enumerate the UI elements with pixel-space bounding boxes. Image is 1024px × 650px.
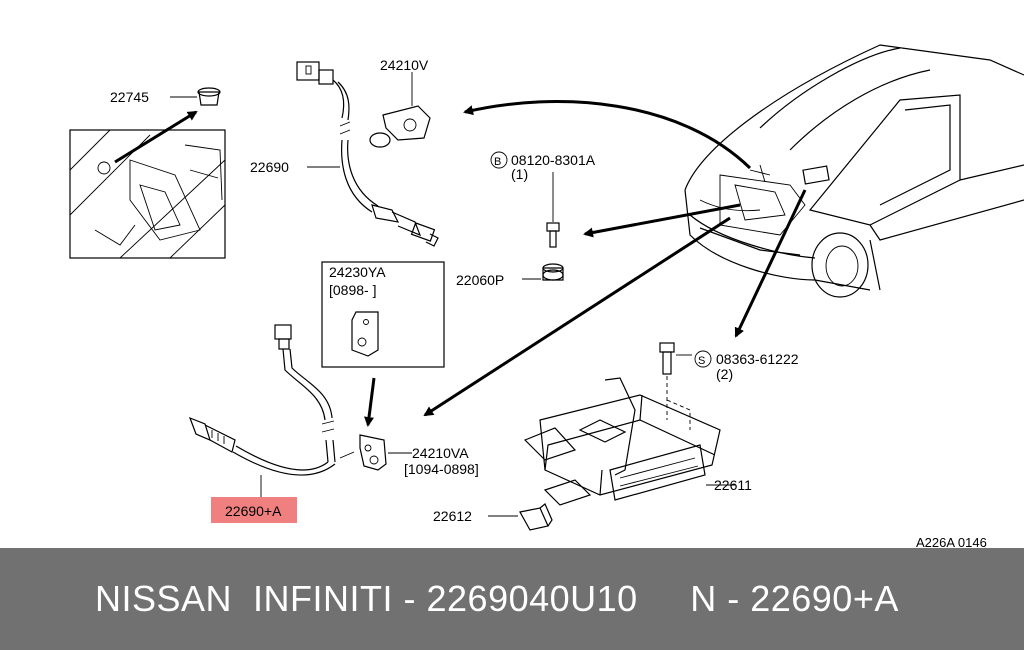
car-illustration bbox=[684, 44, 1024, 298]
clip-22612 bbox=[488, 503, 553, 531]
label-24230YA: 24230YA bbox=[329, 264, 386, 280]
arrow-lower-sensor bbox=[423, 216, 731, 417]
footer-bar: NISSAN INFINITI - 2269040U10 N - 22690+A bbox=[0, 548, 1024, 650]
label-22060P: 22060P bbox=[456, 272, 504, 288]
label-22612: 22612 bbox=[433, 508, 472, 524]
ecm-22611 bbox=[523, 376, 735, 506]
b-symbol: B bbox=[494, 156, 501, 168]
b-circle-icon bbox=[490, 151, 508, 169]
inset-24230YA bbox=[321, 261, 445, 368]
knock-sensor-22060P bbox=[522, 263, 564, 281]
arrow-knock-sensor bbox=[583, 203, 741, 238]
label-24230YA-date: [0898- ] bbox=[329, 282, 376, 298]
bolt-08120 bbox=[546, 222, 560, 248]
label-24210V: 24210V bbox=[380, 57, 429, 73]
label-22611: 22611 bbox=[714, 477, 752, 493]
label-08363-61222: 08363-61222 bbox=[716, 351, 799, 367]
highlight-22690A bbox=[211, 497, 297, 523]
inset-arrow bbox=[114, 110, 198, 164]
reference-code: A226A 0146 bbox=[916, 535, 987, 548]
grommet-22745 bbox=[170, 87, 221, 106]
sensor-bracket-24210VA bbox=[339, 434, 412, 471]
arrow-24230YA bbox=[364, 377, 376, 427]
s-circle-icon bbox=[694, 350, 712, 368]
arrow-upper-sensor bbox=[463, 100, 752, 170]
label-22690: 22690 bbox=[250, 159, 289, 175]
inset-detail-view bbox=[69, 129, 226, 259]
label-24210VA-date: [1094-0898] bbox=[404, 461, 479, 477]
oxygen-sensor-upper bbox=[296, 61, 439, 247]
label-08120-qty: (1) bbox=[511, 166, 528, 182]
arrow-ecm bbox=[734, 189, 807, 338]
footer-title: NISSAN INFINITI - 2269040U10 N - 22690+A bbox=[95, 578, 899, 619]
s-symbol: S bbox=[698, 355, 705, 367]
bolt-08363 bbox=[659, 342, 692, 375]
oxygen-sensor-lower bbox=[188, 324, 336, 476]
label-22690A: 22690+A bbox=[225, 503, 282, 519]
label-24210VA: 24210VA bbox=[412, 445, 469, 461]
parts-diagram: 22745 24210V 22690 B 08120-8301A (1) 220 bbox=[69, 44, 1024, 548]
label-22745: 22745 bbox=[110, 89, 149, 105]
label-08363-qty: (2) bbox=[716, 366, 733, 382]
sensor-bracket-24210V bbox=[369, 72, 431, 148]
label-08120-8301A: 08120-8301A bbox=[511, 152, 596, 168]
